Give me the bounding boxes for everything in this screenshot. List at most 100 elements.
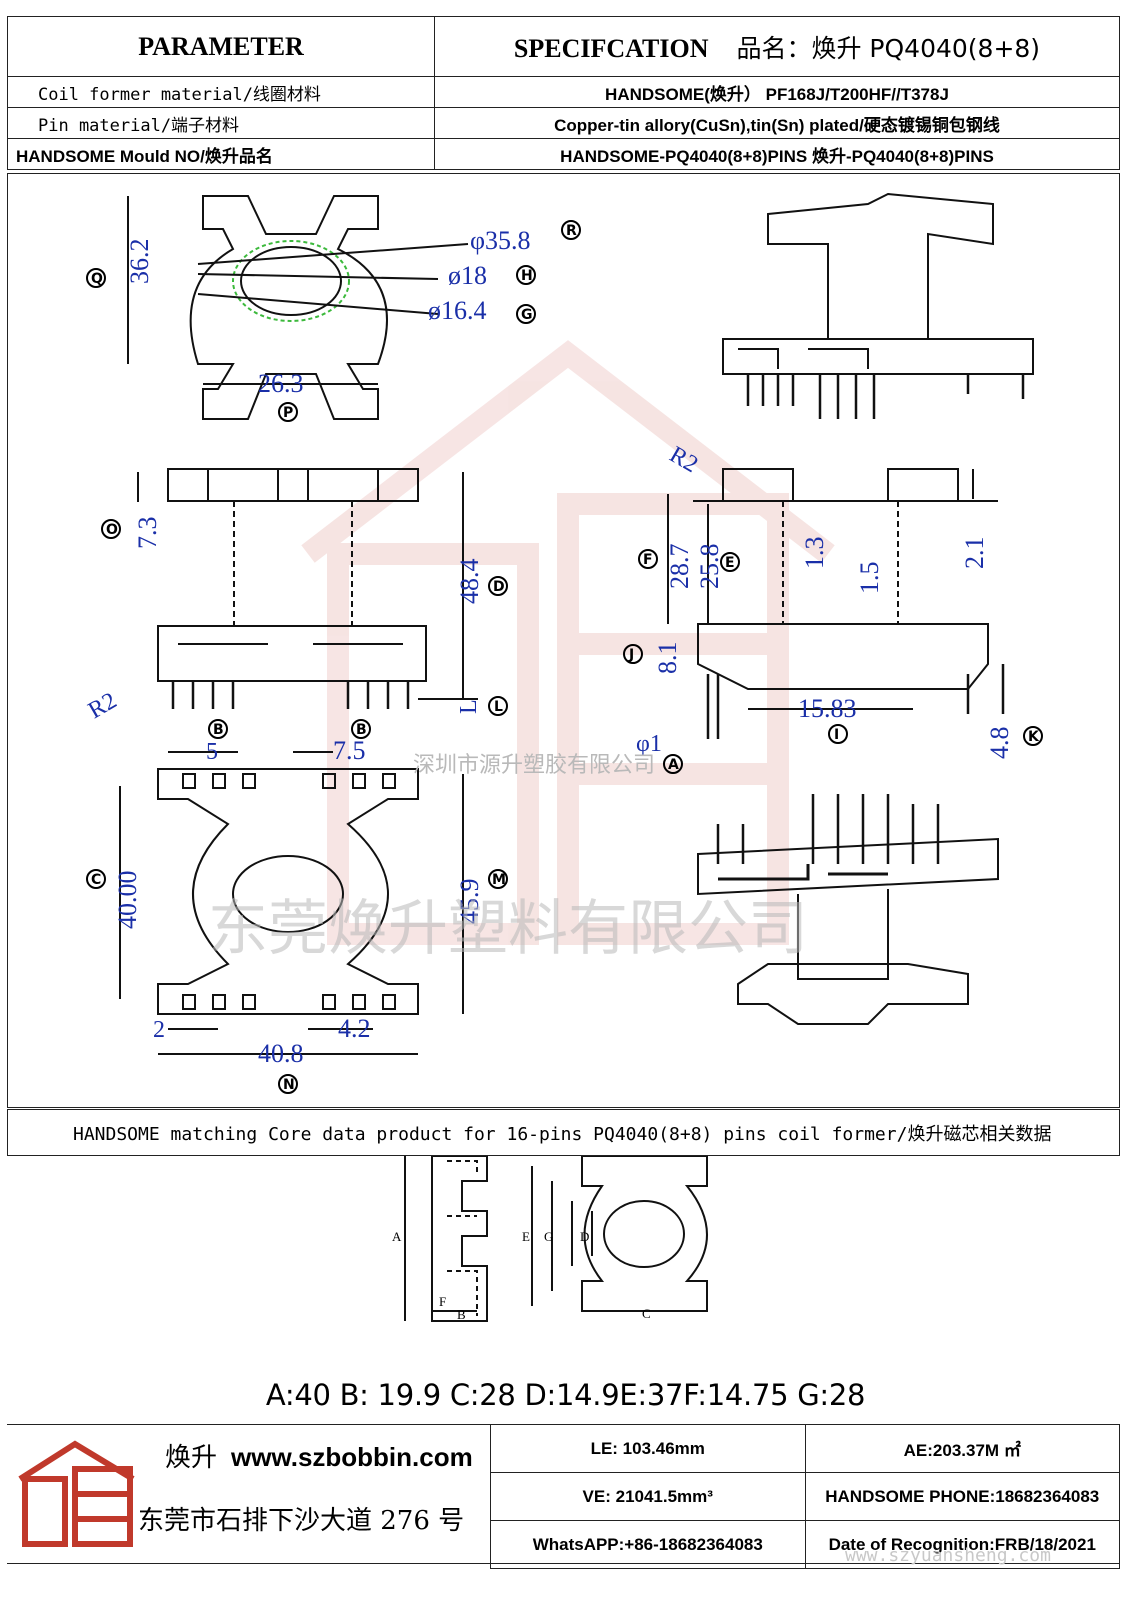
table-row: LE: 103.46mm AE:203.37M ㎡ <box>490 1424 1120 1473</box>
dim-28-7: 28.7 <box>665 544 694 590</box>
marker-o: O <box>106 522 118 538</box>
marker-a: A <box>668 757 679 773</box>
recognition-date: Date of Recognition:FRB/18/2021 <box>804 1520 1120 1569</box>
marker-e: E <box>725 555 735 571</box>
core-dimension-summary: A:40 B: 19.9 C:28 D:14.9E:37F:14.75 G:28 <box>265 1378 866 1412</box>
dim-2: 2 <box>153 1017 165 1043</box>
table-row: Pin material/端子材料 Copper-tin allory(CuSn… <box>7 107 1120 139</box>
marker-f: F <box>643 552 653 568</box>
row-label-mould-no: HANDSOME Mould NO/焕升品名 <box>7 138 435 170</box>
core-data-banner: HANDSOME matching Core data product for … <box>7 1109 1120 1156</box>
dim-36-2: 36.2 <box>125 239 154 285</box>
parameter-heading: PARAMETER <box>7 16 435 77</box>
front-view-drawing <box>137 468 478 709</box>
marker-q: Q <box>91 271 103 287</box>
table-header-row: PARAMETER SPECIFCATION 品名：焕升 PQ4040(8+8) <box>7 16 1120 77</box>
core-label-a: A <box>392 1229 402 1244</box>
core-label-c: C <box>642 1306 651 1321</box>
whatsapp-value: WhatsAPP:+86-18682364083 <box>490 1520 806 1569</box>
core-label-b: B <box>457 1307 466 1322</box>
dim-4-8: 4.8 <box>985 727 1014 760</box>
dim-1-3: 1.3 <box>800 537 829 570</box>
company-logo <box>18 1440 135 1547</box>
core-top-view <box>531 1155 708 1312</box>
dim-phi-18: ø18 <box>448 261 487 290</box>
marker-n: N <box>283 1077 295 1093</box>
dim-phi-1: φ1 <box>636 731 662 757</box>
dim-2-1: 2.1 <box>960 537 989 570</box>
row-value-pin-material: Copper-tin allory(CuSn),tin(Sn) plated/硬… <box>434 107 1120 139</box>
ve-value: VE: 21041.5mm³ <box>490 1472 806 1521</box>
marker-k: K <box>1028 729 1040 745</box>
dim-48-4: 48.4 <box>455 559 484 605</box>
core-side-view <box>404 1155 488 1322</box>
core-label-f: F <box>439 1294 446 1309</box>
ae-value: AE:203.37M ㎡ <box>804 1424 1120 1473</box>
dim-4-2: 4.2 <box>338 1014 371 1043</box>
row-value-coil-material: HANDSOME(焕升） PF168J/T200HF//T378J <box>434 76 1120 108</box>
dim-26-3: 26.3 <box>258 369 304 398</box>
dim-40-00: 40.00 <box>113 871 142 930</box>
dim-7-3: 7.3 <box>133 517 162 550</box>
brand-name: 焕升 <box>165 1443 218 1473</box>
phone-value: HANDSOME PHONE:18682364083 <box>804 1472 1120 1521</box>
marker-b2: B <box>356 722 367 738</box>
dim-15-83: 15.83 <box>798 694 857 723</box>
dim-8-1: 8.1 <box>653 642 682 675</box>
company-address: 东莞市石排下沙大道 276 号 <box>138 1506 465 1536</box>
dim-25-8: 25.8 <box>695 544 724 590</box>
table-row: HANDSOME Mould NO/焕升品名 HANDSOME-PQ4040(8… <box>7 138 1120 170</box>
watermark-url: www.szyuansheng.com <box>845 1545 1051 1566</box>
core-label-g: G <box>544 1229 553 1244</box>
marker-m: M <box>492 872 506 888</box>
table-row: VE: 21041.5mm³ HANDSOME PHONE:1868236408… <box>490 1472 1120 1521</box>
dim-45-9: 45.9 <box>455 879 484 925</box>
dim-7-5: 7.5 <box>333 736 366 765</box>
side-view-drawing <box>667 468 1005 739</box>
core-drawings: A B C D E F G <box>392 1155 708 1322</box>
dim-phi-16-4: ø16.4 <box>428 296 487 325</box>
dim-r2-front: R2 <box>84 688 121 725</box>
isometric-view-bottom <box>697 794 999 1025</box>
isometric-view-top <box>722 192 1034 419</box>
table-row: Coil former material/线圈材料 HANDSOME(焕升） P… <box>7 76 1120 108</box>
marker-group-side: F E J I A K <box>623 549 1043 774</box>
dim-phi-35-8: φ35.8 <box>470 226 531 255</box>
product-name: 品名：焕升 PQ4040(8+8) <box>736 33 1041 63</box>
top-view-drawing <box>127 195 469 420</box>
table-row: WhatsAPP:+86-18682364083 Date of Recogni… <box>490 1520 1120 1569</box>
bobbin-drawings: 36.2 26.3 φ35.8 ø18 ø16.4 R H G Q P <box>84 192 1043 1094</box>
marker-i: I <box>834 727 839 743</box>
core-label-d: D <box>580 1229 589 1244</box>
brand-line: 焕升 www.szbobbin.com <box>165 1437 473 1474</box>
marker-c: C <box>91 872 101 888</box>
core-label-e: E <box>522 1229 530 1244</box>
bottom-view-drawing <box>119 751 464 1055</box>
dim-40-8: 40.8 <box>258 1039 304 1068</box>
footer-info-table: LE: 103.46mm AE:203.37M ㎡ VE: 21041.5mm³… <box>490 1424 1120 1569</box>
le-value: LE: 103.46mm <box>490 1424 806 1473</box>
marker-group-front: O D L B B <box>101 519 508 739</box>
core-drawing-area: A B C D E F G <box>7 1155 1120 1424</box>
marker-h: H <box>521 268 533 284</box>
marker-l: L <box>494 699 503 715</box>
specification-heading: SPECIFCATION 品名：焕升 PQ4040(8+8) <box>434 16 1120 77</box>
marker-r: R <box>566 223 577 239</box>
marker-b1: B <box>213 722 224 738</box>
row-label-coil-material: Coil former material/线圈材料 <box>7 76 435 108</box>
website-link[interactable]: www.szbobbin.com <box>231 1442 473 1472</box>
dim-5: 5 <box>206 739 218 765</box>
dim-l: L <box>456 699 482 714</box>
specification-label: SPECIFCATION <box>513 33 709 63</box>
marker-g: G <box>521 307 533 323</box>
marker-j: J <box>628 647 634 663</box>
row-value-mould-no: HANDSOME-PQ4040(8+8)PINS 焕升-PQ4040(8+8)P… <box>434 138 1120 170</box>
dim-1-5: 1.5 <box>855 562 884 595</box>
marker-group-bottom: C M N <box>86 869 508 1094</box>
marker-group-top: R H G Q P <box>86 220 581 422</box>
marker-p: P <box>283 405 293 421</box>
marker-d: D <box>493 579 505 595</box>
watermark-small: 深圳市源升塑胶有限公司 <box>413 753 655 778</box>
